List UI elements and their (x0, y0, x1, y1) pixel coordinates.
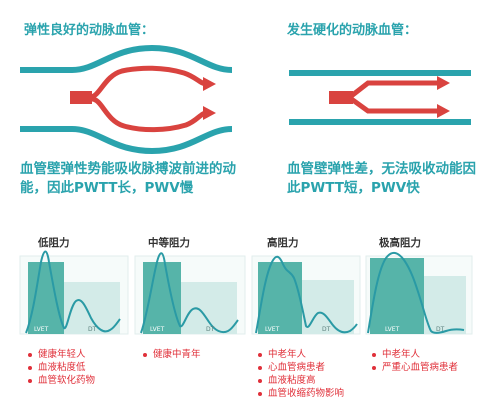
lvet-region (370, 258, 424, 334)
stiff-arrowhead-bottom (437, 104, 450, 118)
list-item: 血液粘度高 (258, 374, 344, 387)
elastic-artery-lower-wall (20, 126, 233, 155)
list-item: 血管软化药物 (28, 374, 95, 387)
pressure-waveform (367, 252, 465, 334)
elastic-artery-illustration: Pulse wave (20, 44, 233, 155)
panel-title-high: 高阻力 (267, 237, 299, 249)
notes-list-medium: 健康中青年 (143, 348, 201, 361)
notes-list-high: 中老年人 心血管病患者 血液粘度高 血管收缩药物影响 (258, 348, 344, 400)
dt-region (181, 282, 237, 334)
waveform-panel-very-high: LVET DT (365, 252, 473, 335)
waveform-panel-medium: LVET DT (134, 252, 246, 335)
dt-region (64, 282, 120, 334)
stiff-pulse-label-line2: wave (292, 101, 318, 112)
pressure-waveform (140, 252, 239, 334)
list-item: 心血管病患者 (258, 361, 344, 374)
stiff-artery-lower-wall (289, 119, 471, 125)
list-item: 严重心血管病患者 (372, 361, 458, 374)
panel-title-very-high: 极高阻力 (379, 237, 421, 249)
lvet-label: LVET (265, 326, 280, 333)
pressure-waveform (25, 250, 121, 334)
dt-label: DT (88, 326, 97, 333)
elastic-artery-description: 血管壁弹性势能吸收脉搏波前进的动能，因此PWTT长，PWV慢 (20, 161, 236, 196)
lvet-label: LVET (385, 326, 400, 333)
stiff-pulse-label-line1: Pulse (292, 88, 318, 99)
list-item: 健康中青年 (143, 348, 201, 361)
panel-title-medium: 中等阻力 (148, 237, 190, 249)
lvet-label: LVET (150, 326, 165, 333)
dt-label: DT (206, 326, 215, 333)
elastic-arrowhead-bottom (203, 106, 216, 120)
dt-label: DT (436, 326, 445, 333)
lvet-region (258, 262, 302, 334)
stiff-pulse-inflow (329, 91, 353, 104)
waveform-panel-high: LVET DT (251, 255, 361, 335)
dt-region (424, 276, 466, 334)
waveform-panel-low: LVET DT (19, 250, 129, 335)
stiff-artery-description: 血管壁弹性差，无法吸收动能因此PWTT短，PWV快 (287, 161, 476, 196)
elastic-arrowhead-top (203, 77, 216, 91)
stiff-artery-illustration: Pulse wave (289, 70, 471, 125)
stiff-artery-upper-wall (289, 70, 471, 76)
elastic-pulse-loop (89, 65, 207, 133)
list-item: 血管收缩药物影响 (258, 387, 344, 400)
stiff-pulse-fork (348, 80, 440, 114)
elastic-pulse-inflow (70, 91, 92, 104)
elastic-pulse-label-line2: wave (28, 101, 54, 112)
elastic-artery-upper-wall (20, 44, 233, 73)
pressure-waveform (255, 255, 358, 334)
list-item: 血液粘度低 (28, 361, 95, 374)
elastic-artery-heading: 弹性良好的动脉血管： (24, 23, 155, 38)
dt-label: DT (322, 326, 331, 333)
notes-list-very-high: 中老年人 严重心血管病患者 (372, 348, 458, 374)
stiff-arrowhead-top (437, 76, 450, 90)
list-item: 中老年人 (372, 348, 458, 361)
lvet-label: LVET (34, 326, 49, 333)
panel-title-low: 低阻力 (38, 237, 70, 249)
notes-list-low: 健康年轻人 血液粘度低 血管软化药物 (28, 348, 95, 387)
list-item: 健康年轻人 (28, 348, 95, 361)
elastic-pulse-label-line1: Pulse (28, 88, 54, 99)
list-item: 中老年人 (258, 348, 344, 361)
lvet-region (28, 262, 64, 334)
stiff-artery-heading: 发生硬化的动脉血管： (287, 23, 418, 38)
